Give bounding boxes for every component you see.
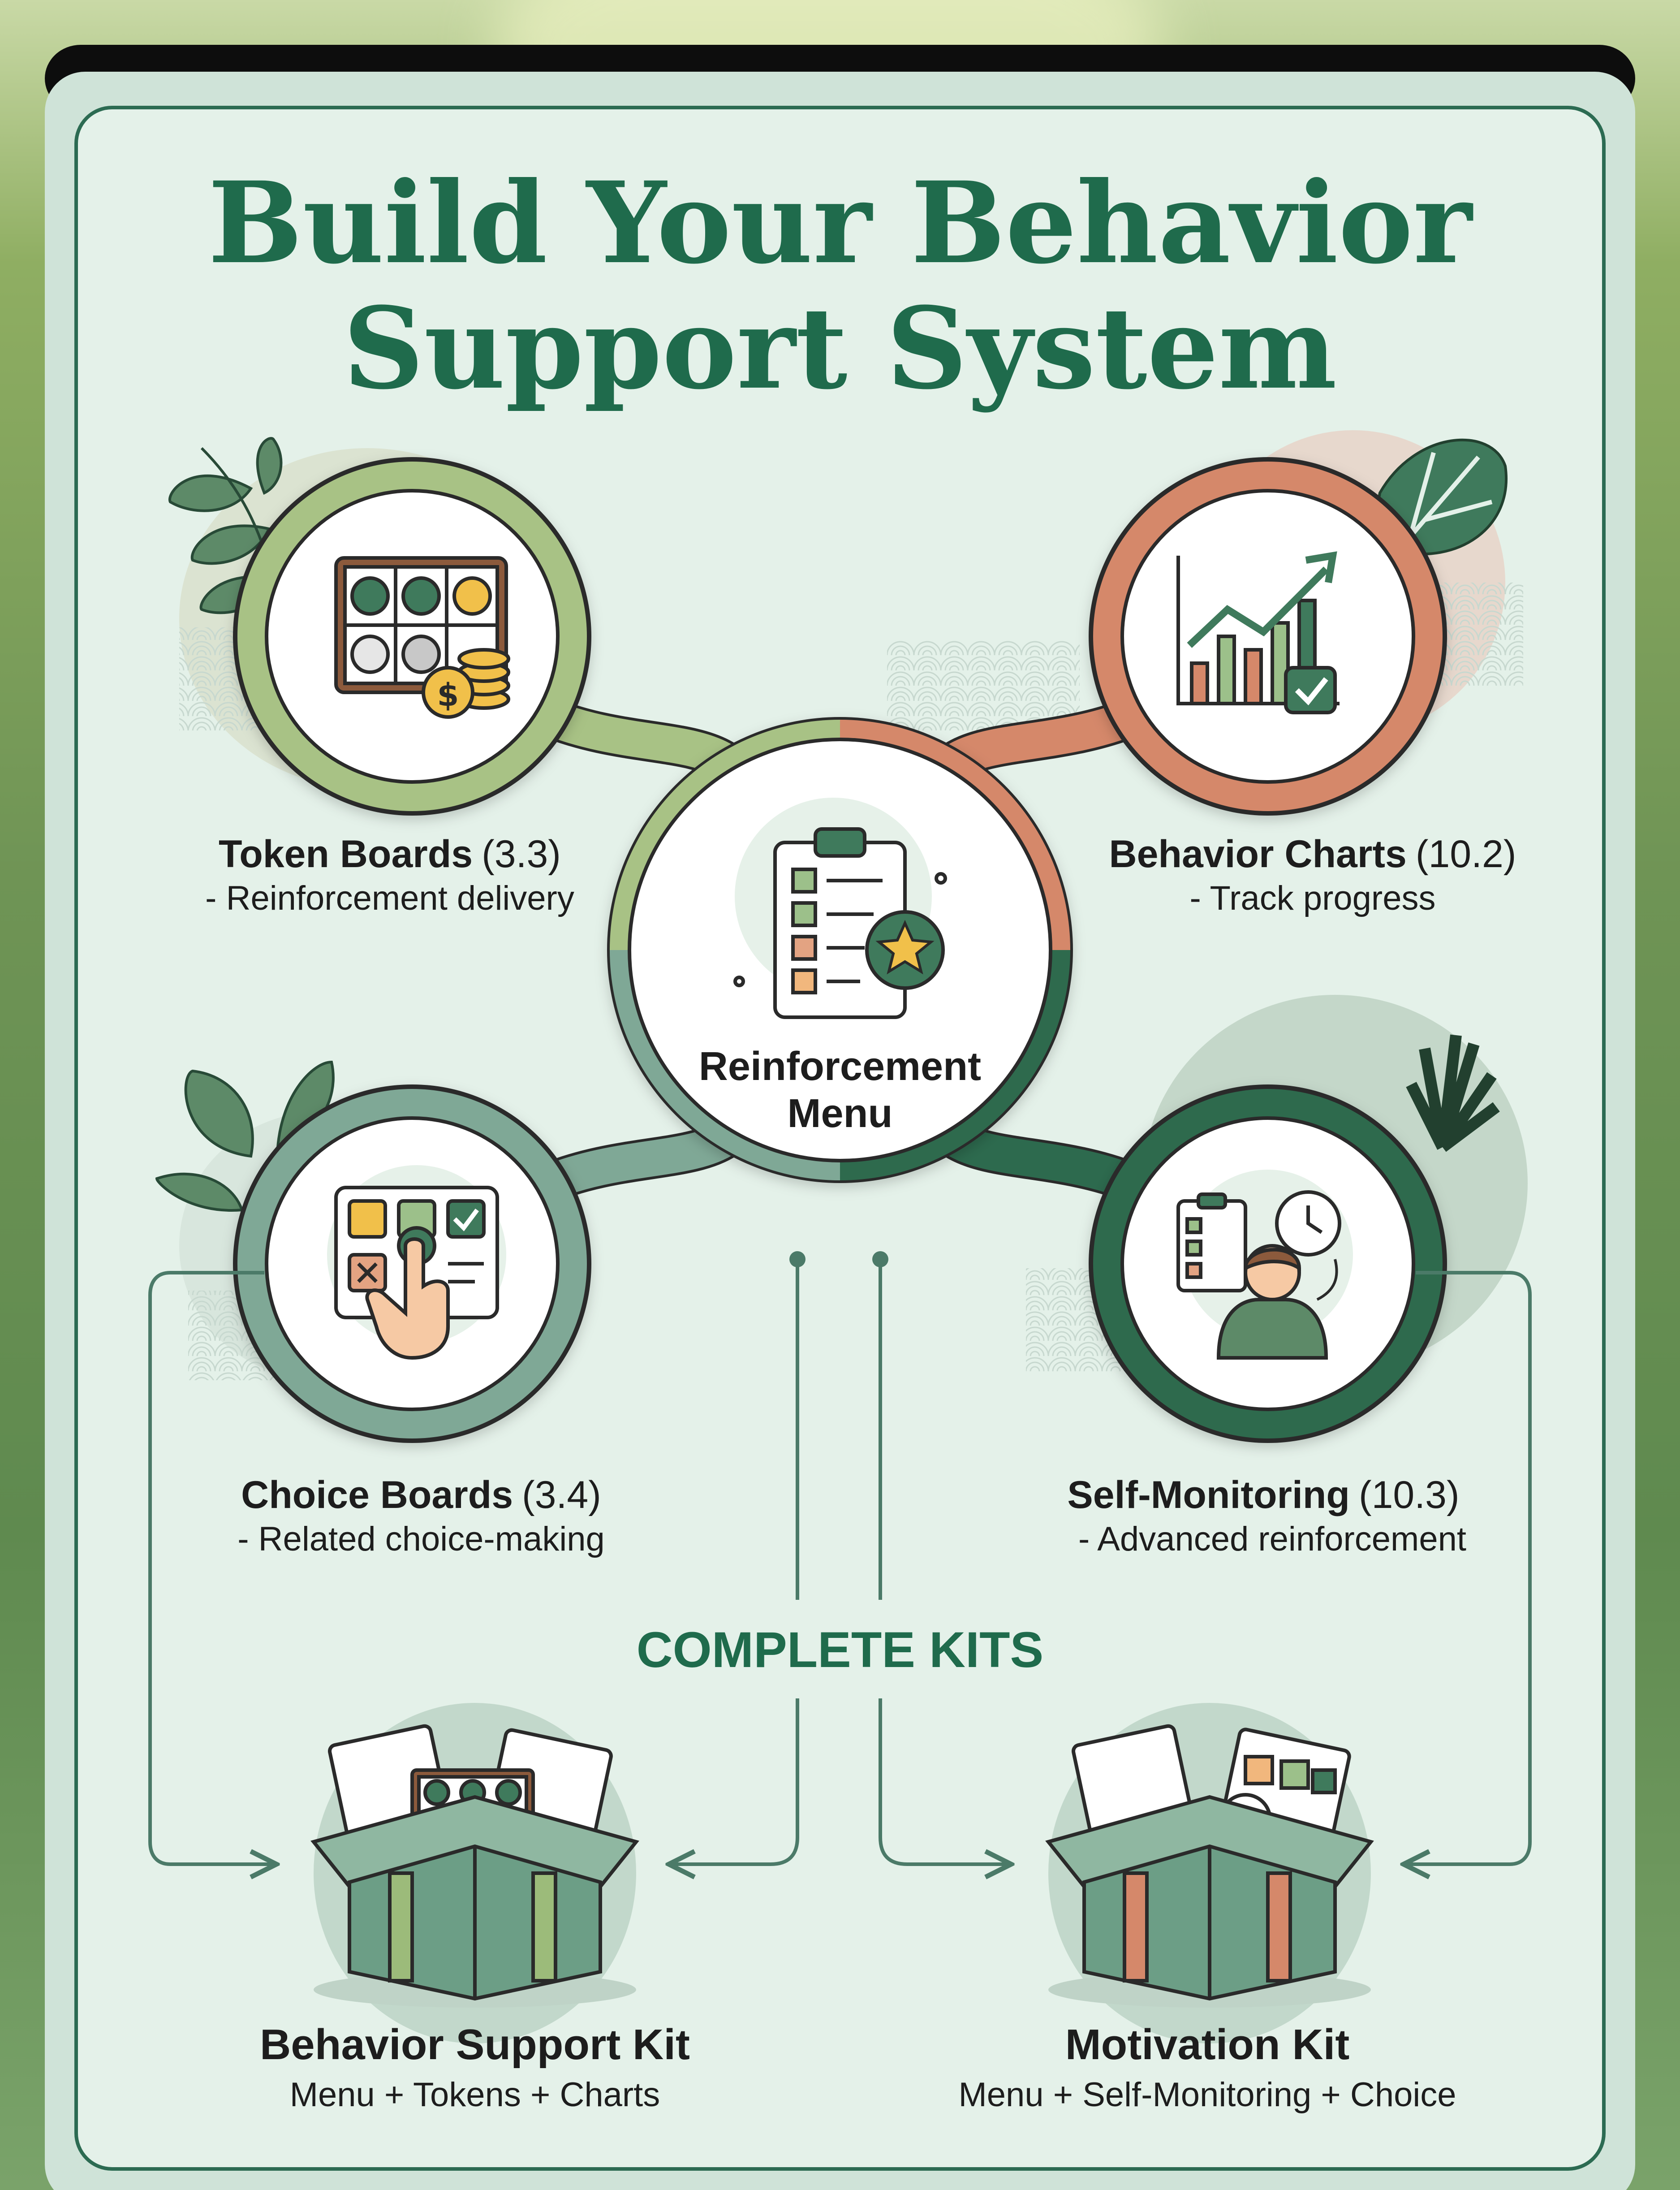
node-behavior-charts[interactable] [1089,457,1447,816]
behavior-charts-title: Behavior Charts(10.2) [1109,833,1516,876]
flow-lines [148,1251,1532,1864]
title-line-1: Build Your Behavior [208,157,1473,289]
behavior-charts-code: (10.2) [1416,833,1516,876]
self-monitoring-icon [1176,1170,1353,1360]
token-board-icon [334,556,510,719]
behavior-support-kit-desc: Menu + Tokens + Charts [290,2076,660,2114]
token-boards-title: Token Boards(3.3) [219,833,561,876]
choice-boards-code: (3.4) [522,1473,601,1516]
bar-chart-icon [1176,551,1340,714]
center-label-line-2: Menu [788,1091,893,1136]
leaf-decor-right [1406,1034,1500,1152]
self-monitoring-code: (10.3) [1359,1473,1460,1516]
self-monitoring-desc: - Advanced reinforcement [1078,1520,1466,1558]
token-boards-name: Token Boards [219,833,473,876]
leaf-decor-left [155,1060,335,1212]
self-monitoring-name: Self-Monitoring [1067,1473,1350,1516]
choice-boards-name: Choice Boards [241,1473,513,1516]
token-boards-code: (3.3) [482,833,561,876]
leaf-decor-top-right [1377,438,1508,556]
title-line-2: Support System [343,282,1337,414]
clipboard-star-icon [733,798,947,1019]
token-boards-desc: - Reinforcement delivery [205,879,574,917]
behavior-charts-desc: - Track progress [1189,879,1435,917]
behavior-support-kit-name: Behavior Support Kit [260,2021,690,2069]
choice-boards-desc: - Related choice-making [237,1520,605,1558]
complete-kits-heading: COMPLETE KITS [637,1622,1043,1678]
motivation-kit-name: Motivation Kit [1065,2021,1350,2069]
token-dollar-sign: $ [437,677,459,713]
kit-box-icon[interactable] [310,1703,639,2043]
behavior-charts-name: Behavior Charts [1109,833,1407,876]
center-label-line-1: Reinforcement [699,1044,981,1089]
choice-board-icon [327,1165,506,1360]
self-monitoring-title: Self-Monitoring(10.3) [1067,1473,1459,1516]
motivation-kit-desc: Menu + Self-Monitoring + Choice [958,2076,1456,2114]
choice-boards-title: Choice Boards(3.4) [241,1473,601,1516]
kit-box-icon-motivation[interactable] [1045,1703,1374,2043]
